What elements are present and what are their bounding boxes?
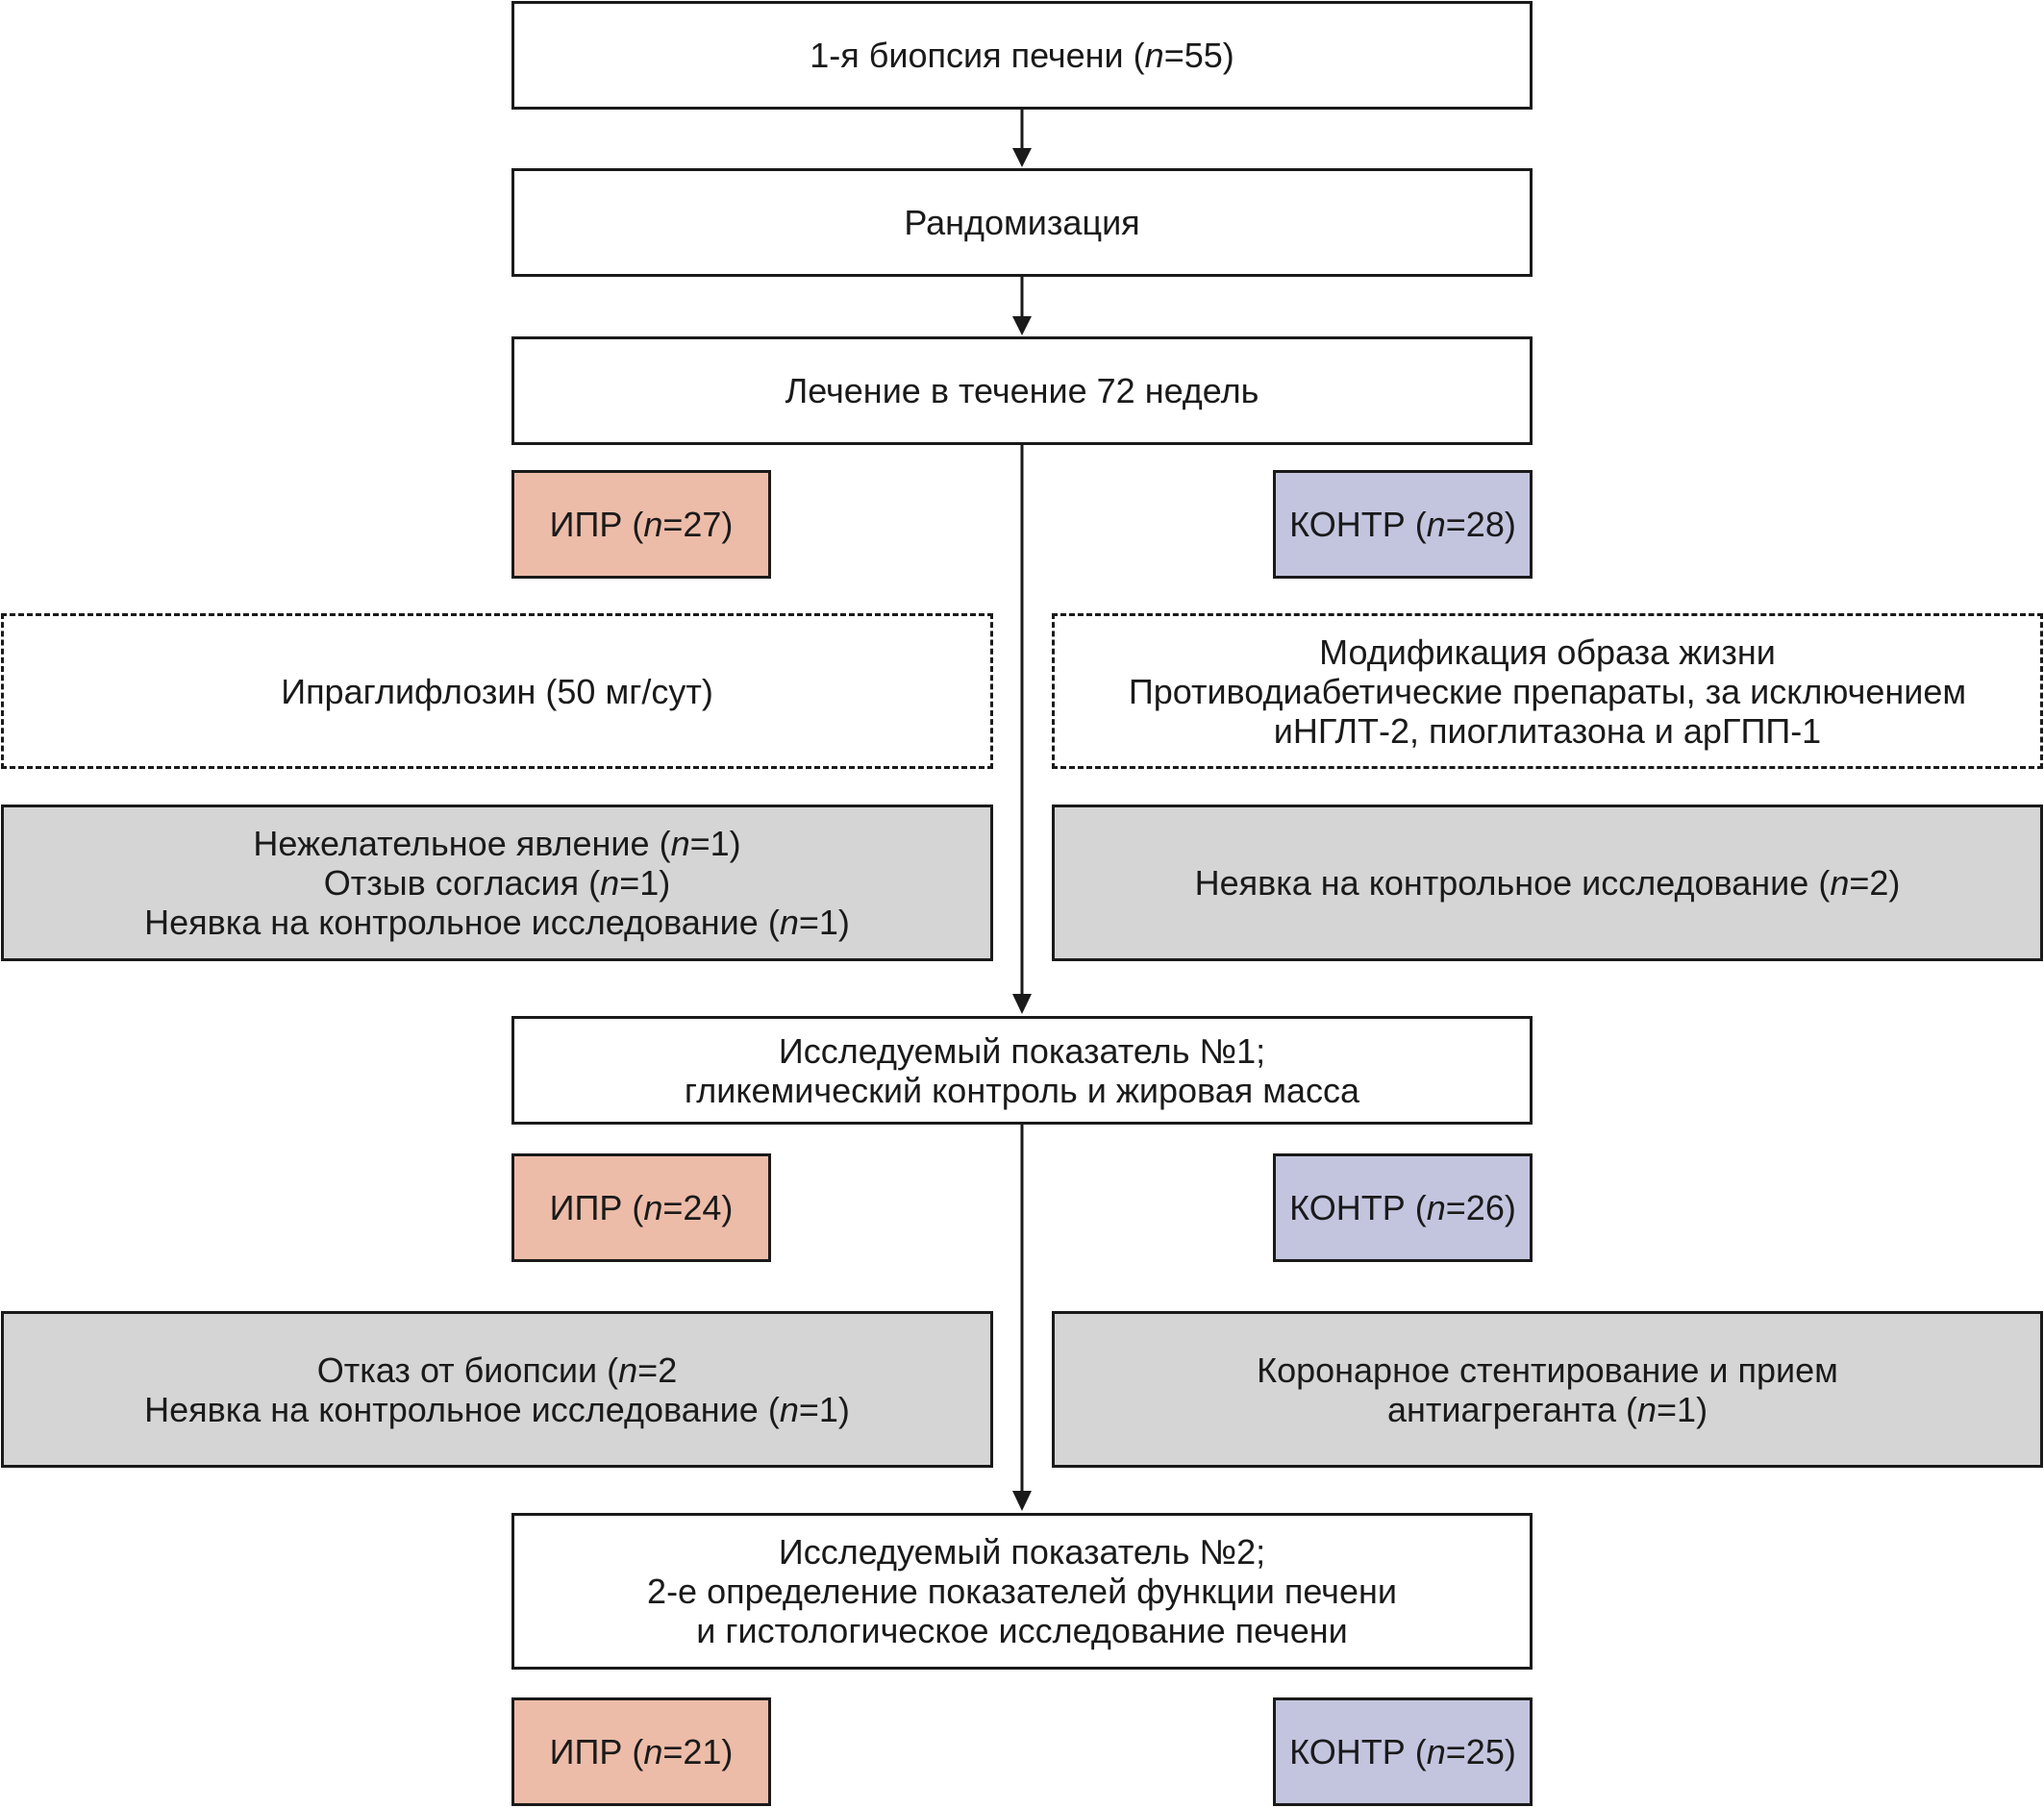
kontr-exclusion1-label: Неявка на контрольное исследование (n=2) bbox=[1194, 863, 1901, 903]
kontr-group-stage1-label: КОНТР (n=28) bbox=[1289, 505, 1516, 544]
kontr-exclusions-stage2: Коронарное стентирование и прием антиагр… bbox=[1052, 1311, 2043, 1468]
ipr-group-stage3: ИПР (n=21) bbox=[511, 1697, 771, 1806]
endpoint1-line2: гликемический контроль и жировая масса bbox=[684, 1070, 1360, 1110]
kontr-group-stage2: КОНТР (n=26) bbox=[1273, 1153, 1533, 1262]
endpoint1-box: Исследуемый показатель №1; гликемический… bbox=[511, 1016, 1533, 1125]
ipr-group-stage1-label: ИПР (n=27) bbox=[549, 505, 734, 544]
ipr-exclusion1-line1: Нежелательное явление (n=1) bbox=[253, 824, 741, 863]
kontr-intervention-line2: Противодиабетические препараты, за исклю… bbox=[1128, 671, 1967, 711]
kontr-intervention-line3: иНГЛТ-2, пиоглитазона и арГПП-1 bbox=[1273, 710, 1822, 751]
endpoint2-box: Исследуемый показатель №2; 2-е определен… bbox=[511, 1513, 1533, 1670]
treatment-label: Лечение в течение 72 недель bbox=[785, 371, 1259, 410]
kontr-group-stage1: КОНТР (n=28) bbox=[1273, 470, 1533, 579]
ipr-exclusion1-line2: Отзыв согласия (n=1) bbox=[323, 863, 671, 903]
endpoint2-line2: 2-е определение показателей функции пече… bbox=[647, 1572, 1397, 1611]
kontr-intervention-box: Модификация образа жизни Противодиабетич… bbox=[1052, 613, 2043, 769]
ipr-intervention-box: Ипраглифлозин (50 мг/сут) bbox=[1, 613, 993, 769]
randomization-label: Рандомизация bbox=[904, 203, 1140, 242]
endpoint1-line1: Исследуемый показатель №1; bbox=[778, 1030, 1266, 1071]
biopsy1-label: 1-я биопсия печени (n=55) bbox=[810, 36, 1234, 75]
kontr-group-stage3: КОНТР (n=25) bbox=[1273, 1697, 1533, 1806]
ipr-intervention-label: Ипраглифлозин (50 мг/сут) bbox=[281, 671, 713, 711]
kontr-exclusions-stage1: Неявка на контрольное исследование (n=2) bbox=[1052, 805, 2043, 961]
kontr-exclusion2-line1: Коронарное стентирование и прием bbox=[1257, 1350, 1838, 1390]
ipr-exclusions-stage1: Нежелательное явление (n=1) Отзыв соглас… bbox=[1, 805, 993, 961]
ipr-group-stage1: ИПР (n=27) bbox=[511, 470, 771, 579]
endpoint2-line3: и гистологическое исследование печени bbox=[696, 1611, 1348, 1650]
ipr-exclusions-stage2: Отказ от биопсии (n=2 Неявка на контроль… bbox=[1, 1311, 993, 1468]
kontr-group-stage3-label: КОНТР (n=25) bbox=[1289, 1732, 1516, 1771]
kontr-intervention-line1: Модификация образа жизни bbox=[1319, 632, 1776, 672]
ipr-exclusion1-line3: Неявка на контрольное исследование (n=1) bbox=[144, 903, 850, 942]
randomization-box: Рандомизация bbox=[511, 168, 1533, 277]
ipr-exclusion2-line2: Неявка на контрольное исследование (n=1) bbox=[144, 1389, 850, 1429]
endpoint2-line1: Исследуемый показатель №2; bbox=[778, 1532, 1266, 1572]
ipr-group-stage3-label: ИПР (n=21) bbox=[549, 1732, 734, 1771]
ipr-group-stage2-label: ИПР (n=24) bbox=[549, 1188, 734, 1227]
ipr-group-stage2: ИПР (n=24) bbox=[511, 1153, 771, 1262]
kontr-exclusion2-line2: антиагреганта (n=1) bbox=[1386, 1389, 1708, 1429]
ipr-exclusion2-line1: Отказ от биопсии (n=2 bbox=[316, 1350, 678, 1390]
kontr-group-stage2-label: КОНТР (n=26) bbox=[1289, 1188, 1516, 1227]
treatment-box: Лечение в течение 72 недель bbox=[511, 336, 1533, 445]
biopsy1-box: 1-я биопсия печени (n=55) bbox=[511, 1, 1533, 110]
